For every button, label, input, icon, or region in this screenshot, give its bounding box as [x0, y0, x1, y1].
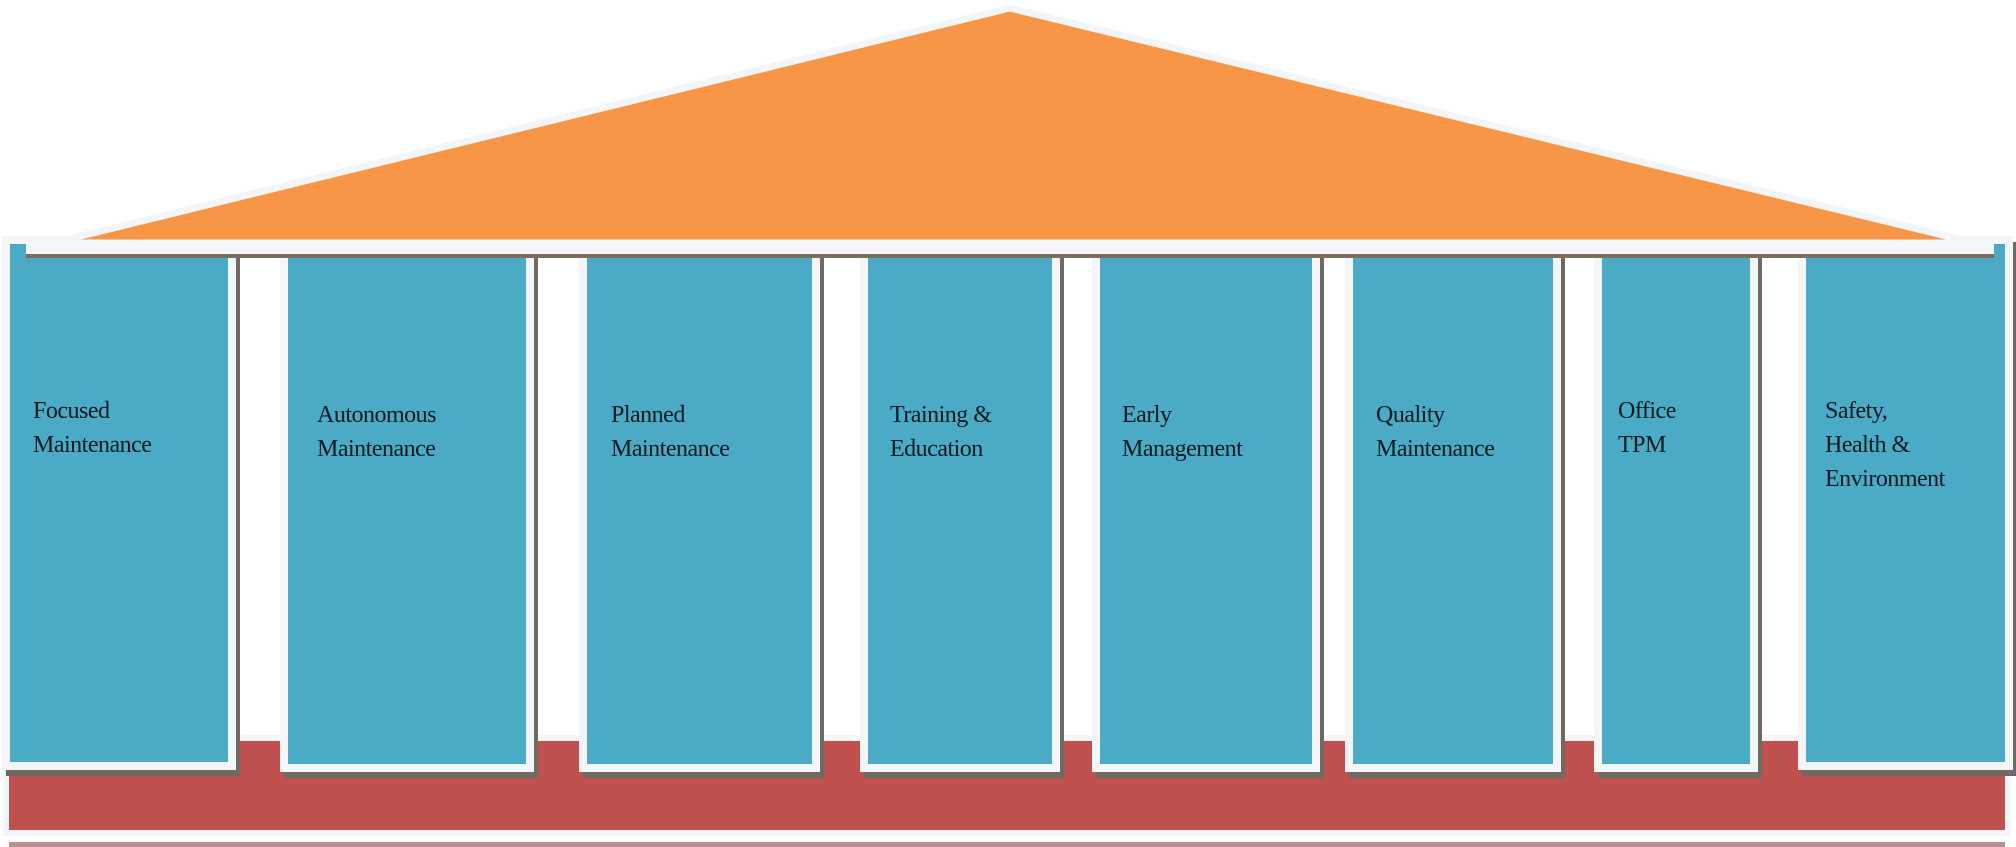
pillar-label: Focused Maintenance: [33, 398, 152, 458]
pillar-label: Planned Maintenance: [611, 402, 730, 462]
pillar-planned-maintenance: Planned Maintenance: [579, 248, 820, 772]
pillar-label: Quality Maintenance: [1376, 402, 1495, 462]
pillar-quality-maintenance: Quality Maintenance: [1345, 248, 1561, 772]
pillar-label: Training & Education: [890, 402, 992, 462]
pillar-training-education: Training & Education: [860, 248, 1060, 772]
roof-beam: [26, 243, 1994, 254]
pillar-label: Safety, Health & Environment: [1825, 398, 1945, 492]
pillar-safety-health-environment: Safety, Health & Environment: [1798, 236, 2013, 770]
pillar-label: Early Management: [1122, 402, 1243, 462]
pillar-focused-maintenance: Focused Maintenance: [2, 236, 236, 770]
pillar-autonomous-maintenance: Autonomous Maintenance: [280, 248, 534, 772]
pillar-label: Autonomous Maintenance: [317, 402, 437, 462]
pillar-label: Office TPM: [1618, 398, 1676, 458]
floor-line: [9, 842, 2005, 847]
